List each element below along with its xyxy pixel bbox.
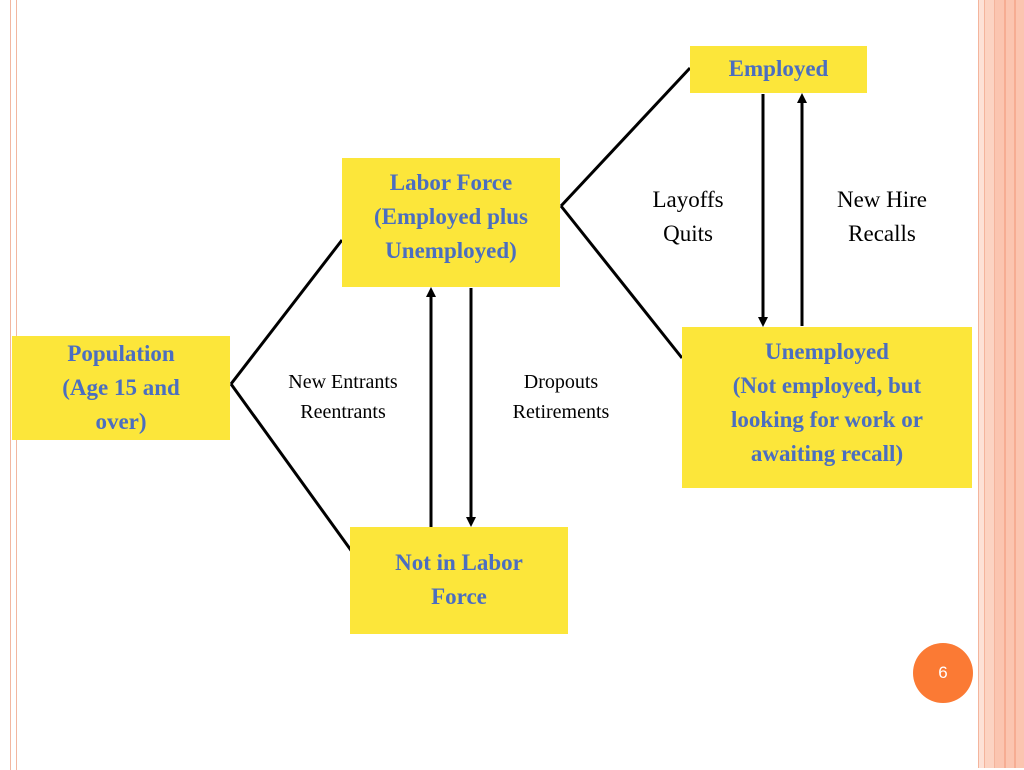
population-title: Population (67, 341, 175, 366)
population-desc-1: (Age 15 and (62, 375, 180, 400)
flow-label-line: Dropouts (523, 371, 599, 393)
flow-label-new-entrants: New Entrants Reentrants (262, 367, 424, 427)
labor-force-desc-1: (Employed plus (373, 204, 528, 229)
flow-label-line: Reentrants (300, 401, 386, 423)
labor-force-box: Labor Force (Employed plus Unemployed) (342, 158, 560, 287)
right-frame-band (978, 0, 985, 768)
labor-force-title: Labor Force (389, 170, 513, 195)
unemployed-title: Unemployed (765, 339, 889, 364)
population-desc-2: over) (95, 409, 147, 434)
right-frame-stripe (1004, 0, 1006, 768)
labor-force-desc-2: Unemployed) (385, 238, 517, 263)
right-frame-stripe (1014, 0, 1016, 768)
not-in-labor-force-line-1: Not in Labor (395, 550, 523, 575)
flow-label-line: Recalls (848, 221, 916, 246)
flow-label-layoffs-quits: Layoffs Quits (632, 183, 744, 251)
connector-population-labor (229, 239, 344, 385)
page-number: 6 (938, 663, 948, 682)
flow-label-line: New Entrants (288, 371, 398, 393)
flow-label-line: New Hire (836, 187, 928, 212)
flow-label-line: Quits (663, 221, 713, 246)
not-in-labor-force-line-2: Force (431, 584, 487, 609)
connector-population-notin (229, 383, 360, 561)
flow-label-line: Layoffs (652, 187, 724, 212)
page-number-badge: 6 (913, 643, 973, 703)
unemployed-desc-3: awaiting recall) (750, 441, 904, 466)
employed-box: Employed (690, 46, 867, 93)
population-box: Population (Age 15 and over) (12, 336, 230, 440)
employed-label: Employed (728, 56, 829, 81)
flow-label-dropouts-retirements: Dropouts Retirements (486, 367, 636, 427)
connector-labor-unemployed (559, 205, 684, 359)
flow-label-line: Retirements (512, 401, 610, 423)
unemployed-desc-1: (Not employed, but (732, 373, 922, 398)
right-frame-band (994, 0, 1024, 768)
unemployed-box: Unemployed (Not employed, but looking fo… (682, 327, 972, 488)
not-in-labor-force-box: Not in Labor Force (350, 527, 568, 634)
unemployed-desc-2: looking for work or (731, 407, 923, 432)
right-frame-band (984, 0, 995, 768)
flow-label-new-hire-recalls: New Hire Recalls (812, 183, 952, 251)
connector-labor-employed (559, 66, 692, 208)
